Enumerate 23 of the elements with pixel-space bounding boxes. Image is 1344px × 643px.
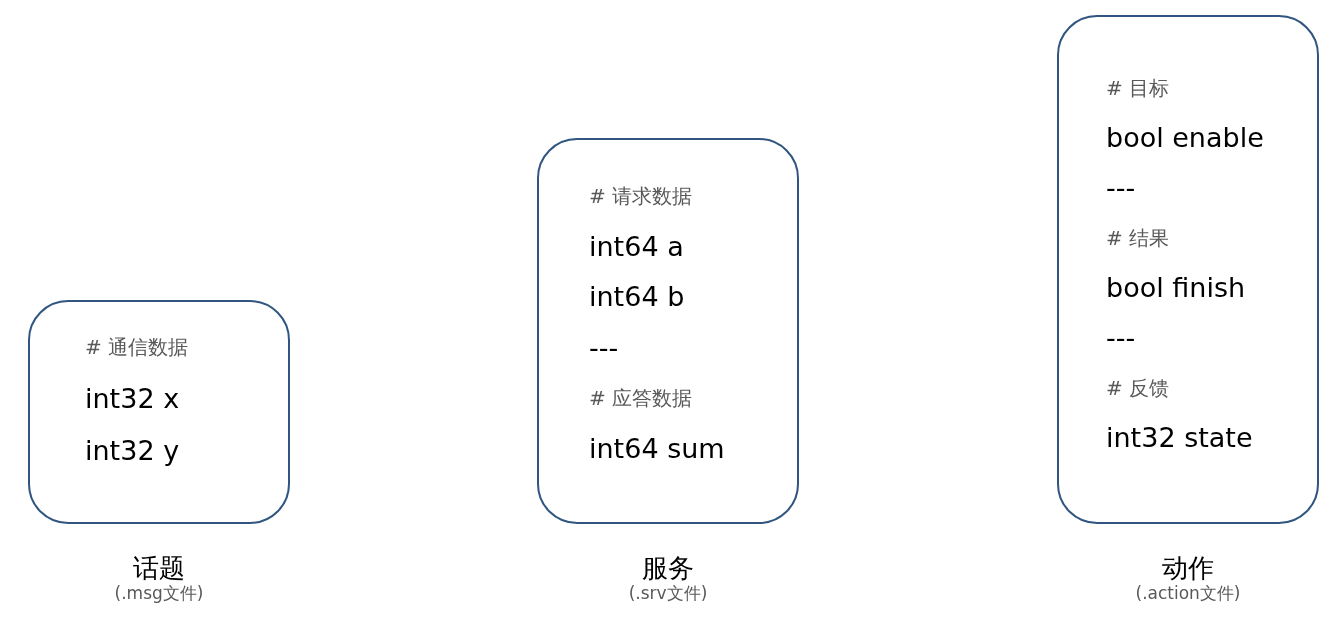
field-text: ---: [1106, 324, 1136, 351]
field-text: int64 a: [589, 232, 684, 260]
field-text: int32 y: [85, 437, 180, 464]
field-text: bool finish: [1106, 274, 1246, 301]
file-type-caption: (.srv文件): [628, 583, 708, 604]
box-caption: 服务: [642, 554, 694, 584]
field-text: int32 x: [85, 385, 180, 412]
box-caption: 动作: [1162, 554, 1214, 584]
comment-text: # 请求数据: [589, 186, 693, 206]
comment-text: # 结果: [1106, 228, 1170, 248]
comment-text: # 反馈: [1106, 378, 1170, 398]
field-text: int64 sum: [589, 434, 725, 462]
file-type-caption: (.msg文件): [114, 583, 204, 604]
file-type-caption: (.action文件): [1135, 583, 1241, 604]
comment-text: # 应答数据: [589, 388, 693, 408]
field-text: int64 b: [589, 283, 685, 310]
comment-text: # 目标: [1106, 78, 1170, 98]
field-text: bool enable: [1106, 124, 1264, 151]
field-text: int32 state: [1106, 424, 1253, 451]
field-text: ---: [1106, 174, 1136, 201]
comment-text: # 通信数据: [85, 337, 189, 357]
box-caption: 话题: [133, 554, 185, 584]
field-text: ---: [589, 333, 619, 361]
